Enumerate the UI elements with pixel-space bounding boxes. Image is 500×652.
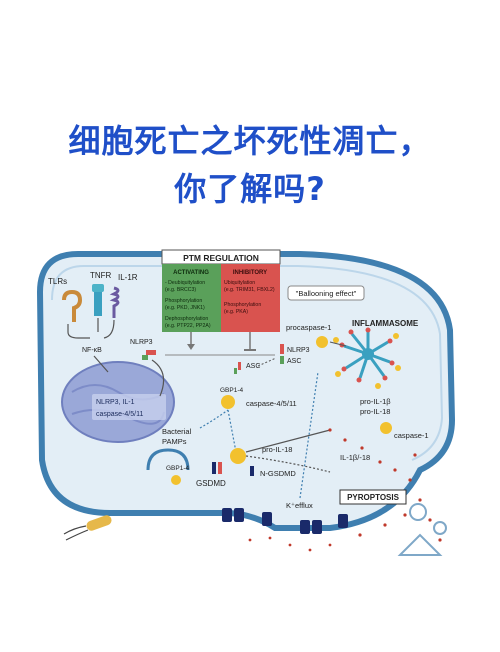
ptm-inhibitory-item-3: Phosphorylation xyxy=(224,302,261,308)
nucleus-label-2: caspase-4/5/11 xyxy=(96,411,143,418)
pro-il18-label: pro-IL-18 xyxy=(262,445,292,454)
caspase-4511-label: caspase-4/5/11 xyxy=(246,399,297,408)
ptm-activating-item-6: (e.g. PTP22, PP2A) xyxy=(165,323,211,329)
asc-label-a: ASC xyxy=(246,363,260,370)
page-title-line2: 你了解吗? xyxy=(174,170,326,208)
cell-membrane xyxy=(36,251,456,531)
ptm-activating-item-5: Dephosphorylation xyxy=(165,316,208,322)
ptm-activating-item-4: (e.g. PKD, JNK1) xyxy=(165,305,205,311)
receptor-tlrs: TLRs xyxy=(48,277,67,286)
pro-il1b-label: pro-IL-1β xyxy=(360,397,391,406)
pyroptosis-box xyxy=(339,489,407,505)
caspase1-label: caspase-1 xyxy=(394,431,429,440)
il1b-18-label: IL-1β/-18 xyxy=(340,453,370,462)
ptm-inhibitory-heading: INHIBITORY xyxy=(233,270,267,276)
receptors: TLRs TNFR IL-1R xyxy=(48,271,138,322)
receptor-il1r: IL-1R xyxy=(118,273,138,282)
gsdmd-pores xyxy=(222,508,348,534)
ptm-activating-item-1: - Deubiquitylation xyxy=(165,280,205,286)
ptm-regulation-box: PTM REGULATION ACTIVATING - Deubiquityla… xyxy=(161,249,281,332)
gbp-label-a: GBP1-4 xyxy=(220,387,244,394)
cytokine-dots xyxy=(248,428,442,552)
ballooning-box xyxy=(287,285,365,301)
n-gsdmd-label: N-GSDMD xyxy=(260,469,296,478)
ptm-activating-item-2: (e.g. BRCC3) xyxy=(165,287,196,293)
receptor-tnfr: TNFR xyxy=(90,271,112,280)
inflammasome-label: INFLAMMASOME xyxy=(352,319,419,328)
page-title-line1: 细胞死亡之坏死性凋亡， xyxy=(68,122,432,160)
pro-il18-label-b: pro-IL-18 xyxy=(360,407,390,416)
gsdmd-label: GSDMD xyxy=(196,479,226,488)
procaspase-label: procaspase-1 xyxy=(286,323,331,332)
gbp-label-b: GBP1-4 xyxy=(166,465,190,472)
asc-label-b: ASC xyxy=(287,358,301,365)
nfkb-label: NF-κB xyxy=(82,347,102,354)
nlrp3-label-b: NLRP3 xyxy=(287,347,310,354)
ptm-inhibitory-item-1: Ubiquitylation xyxy=(224,280,255,286)
ptm-title: PTM REGULATION xyxy=(183,253,259,263)
ptm-activating-item-3: Phosphorylation xyxy=(165,298,202,304)
bacterium xyxy=(63,515,112,541)
pyroptosis-label: PYROPTOSIS xyxy=(347,493,400,502)
ptm-activating-heading: ACTIVATING xyxy=(173,270,209,276)
nlrp3-label-a: NLRP3 xyxy=(130,339,153,346)
inflammasome-complex xyxy=(333,327,401,389)
bacterial-label-2: PAMPs xyxy=(162,437,187,446)
ballooning-label: "Ballooning effect" xyxy=(296,289,357,298)
nucleus-label-1: NLRP3, IL-1 xyxy=(96,399,135,406)
ptm-inhibitory-item-4: (e.g. PKA) xyxy=(224,309,248,315)
bacterial-label-1: Bacterial xyxy=(162,427,192,436)
k-efflux-label: K⁺efflux xyxy=(286,501,313,510)
ptm-inhibitory-item-2: (e.g. TRIM31, FBXL2) xyxy=(224,287,275,293)
